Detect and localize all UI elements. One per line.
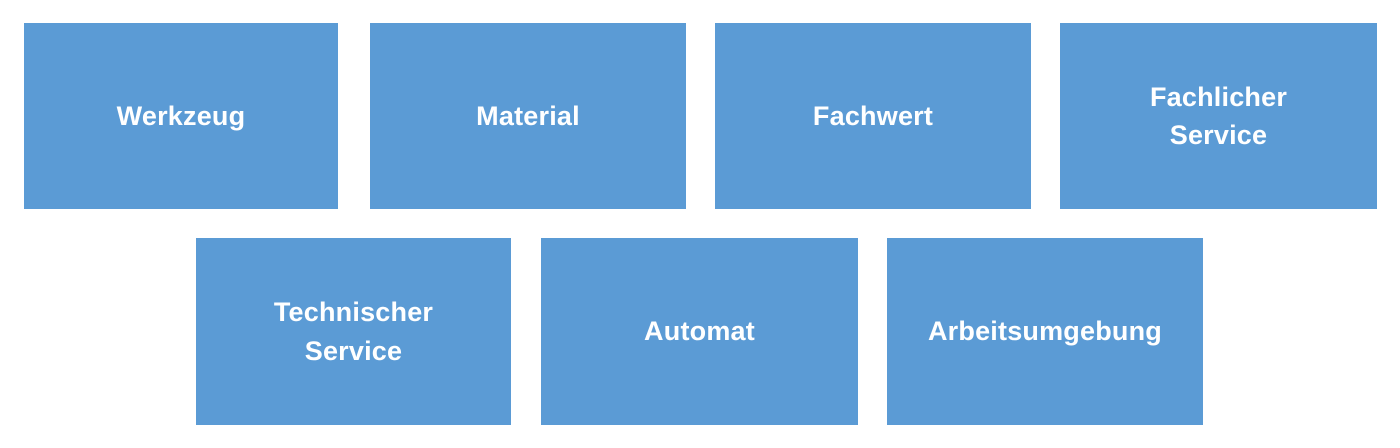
diagram-node-label: Technischer Service [273,297,434,366]
diagram-node-label: Arbeitsumgebung [927,316,1162,347]
diagram-node-fachlicher-service[interactable]: Fachlicher Service [1060,23,1377,209]
diagram-node-label: Material [476,100,580,131]
diagram-node-technischer-service[interactable]: Technischer Service [196,238,511,425]
diagram-node-label: Fachlicher Service [1149,81,1288,150]
diagram-node-fachwert[interactable]: Fachwert [715,23,1031,209]
diagram-node-automat[interactable]: Automat [541,238,858,425]
diagram-node-label: Automat [644,316,755,347]
diagram-node-werkzeug[interactable]: Werkzeug [24,23,338,209]
diagram-node-material[interactable]: Material [370,23,686,209]
diagram-node-label: Werkzeug [116,100,246,131]
diagram-node-arbeitsumgebung[interactable]: Arbeitsumgebung [887,238,1203,425]
diagram-node-label: Fachwert [812,100,934,131]
